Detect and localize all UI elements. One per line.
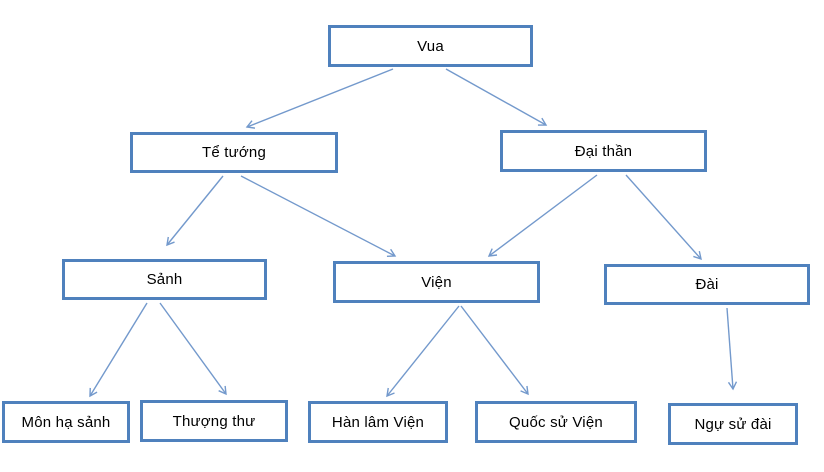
node-te-tuong-label: Tể tướng: [201, 144, 266, 161]
edge-sanh-to-thuong-thu: [159, 302, 227, 396]
edge-dai-than-to-vien: [487, 174, 598, 257]
node-dai: Đài: [604, 264, 810, 305]
edge-vien-to-quoc-su-vien: [460, 305, 529, 396]
node-dai-than-label: Đại thần: [574, 142, 633, 160]
edge-vua-to-dai-than: [445, 68, 548, 126]
node-sanh: Sảnh: [62, 259, 267, 300]
edge-vien-to-han-lam-vien: [386, 305, 460, 398]
node-han-lam-vien-label: Hàn lâm Viện: [331, 413, 425, 431]
node-te-tuong: Tể tướng: [130, 132, 338, 173]
node-thuong-thu-label: Thượng thư: [172, 412, 256, 430]
node-vien: Viện: [333, 261, 540, 303]
edge-dai-to-ngu-su-dai: [726, 307, 738, 391]
node-vua: Vua: [328, 25, 533, 67]
node-han-lam-vien: Hàn lâm Viện: [308, 401, 448, 443]
edge-vua-to-te-tuong: [245, 68, 394, 129]
edge-te-tuong-to-vien: [240, 175, 397, 258]
edge-te-tuong-to-sanh: [166, 175, 224, 247]
node-mon-ha-sanh-label: Môn hạ sảnh: [21, 413, 111, 431]
node-quoc-su-vien-label: Quốc sử Viện: [509, 413, 603, 431]
node-ngu-su-dai-label: Ngự sử đài: [694, 415, 772, 433]
node-vien-label: Viện: [421, 273, 452, 291]
node-vua-label: Vua: [417, 37, 444, 55]
node-sanh-label: Sảnh: [146, 271, 183, 288]
node-ngu-su-dai: Ngự sử đài: [668, 403, 798, 445]
node-quoc-su-vien: Quốc sử Viện: [475, 401, 637, 443]
node-dai-label: Đài: [695, 276, 719, 293]
node-mon-ha-sanh: Môn hạ sảnh: [2, 401, 130, 443]
edge-sanh-to-mon-ha-sanh: [89, 302, 148, 398]
node-dai-than: Đại thần: [500, 130, 707, 172]
node-thuong-thu: Thượng thư: [140, 400, 288, 442]
edge-dai-than-to-dai: [625, 174, 702, 261]
